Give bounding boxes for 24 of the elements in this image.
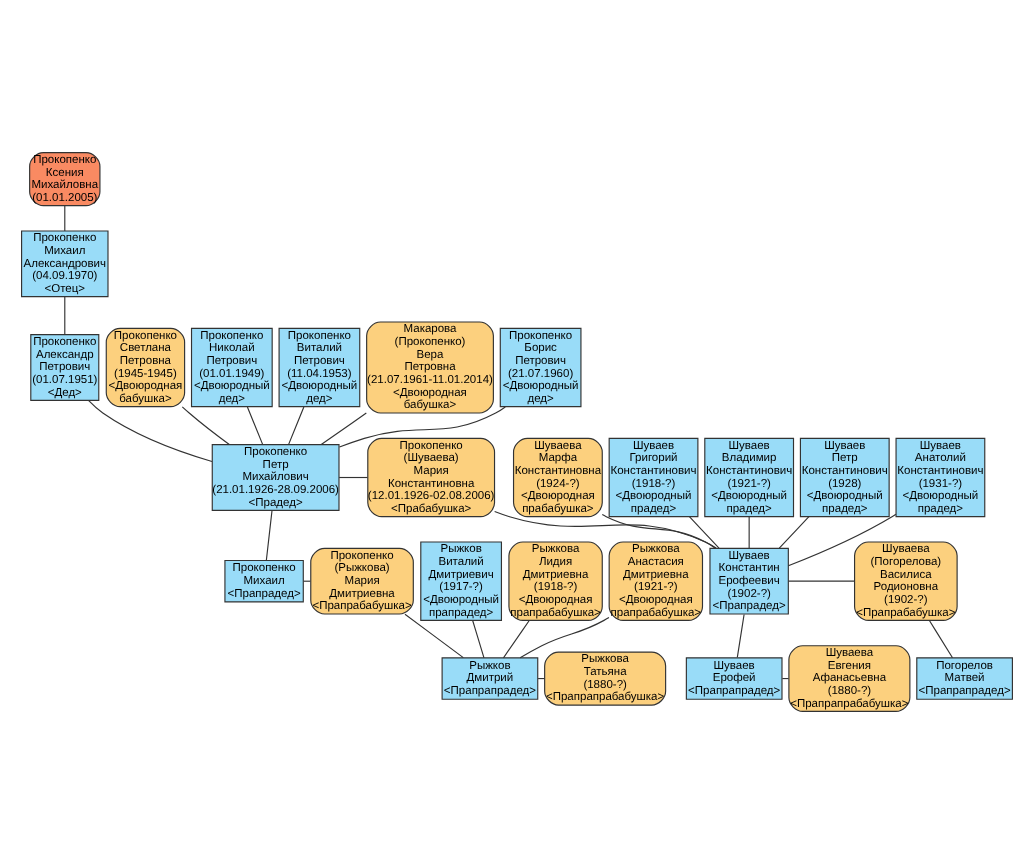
connector <box>88 400 213 463</box>
connector <box>788 580 856 582</box>
connector <box>472 619 485 659</box>
connector <box>338 476 369 479</box>
connector <box>181 406 230 446</box>
connector <box>404 613 464 659</box>
connector <box>246 406 264 446</box>
connector <box>688 516 720 549</box>
connector <box>519 616 610 659</box>
connector <box>778 516 810 549</box>
connector <box>287 406 305 446</box>
connector <box>265 510 273 561</box>
connector <box>928 619 954 659</box>
connector <box>338 406 506 448</box>
connector <box>64 205 66 232</box>
connector <box>748 516 750 549</box>
connector <box>64 296 66 336</box>
connector <box>601 514 716 549</box>
connector <box>494 510 717 549</box>
connector <box>781 678 790 680</box>
connector <box>736 613 745 659</box>
connector <box>787 513 897 567</box>
connector <box>320 412 367 446</box>
connector <box>502 619 530 659</box>
